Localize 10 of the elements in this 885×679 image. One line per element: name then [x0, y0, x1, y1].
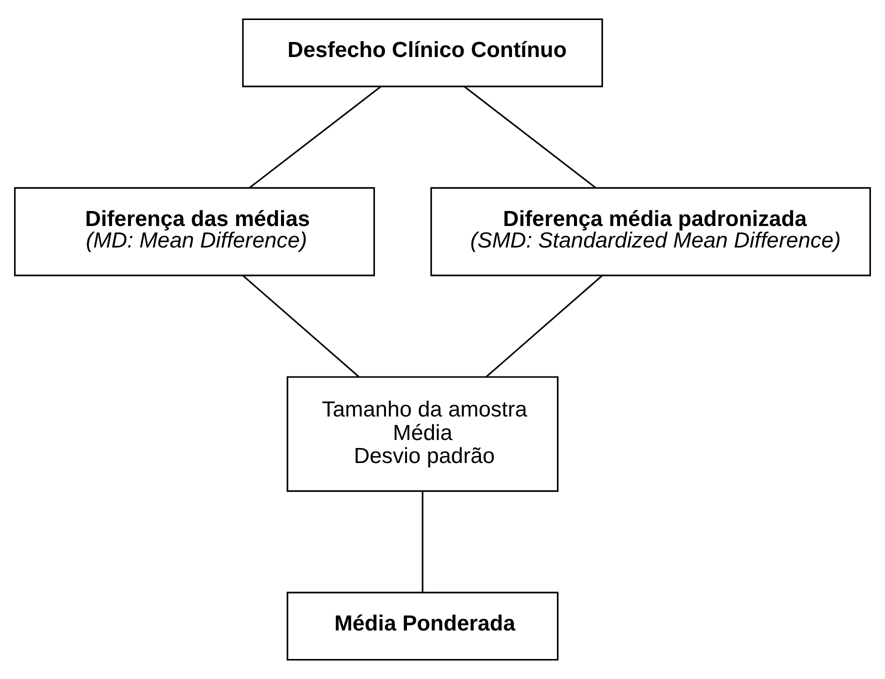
node-box: Diferença das médias (MD: Mean Difference) — [14, 187, 375, 276]
node-box: Tamanho da amostra Média Desvio padrão — [286, 376, 558, 492]
connector — [242, 274, 360, 378]
connector — [464, 86, 596, 188]
node-box: Diferença média padronizada (SMD: Standardized Mean Difference) — [430, 187, 871, 276]
connector — [422, 491, 424, 592]
node-box: Média Ponderada — [286, 592, 558, 661]
connector — [248, 86, 382, 188]
node-box: Desfecho Clínico Contínuo — [242, 18, 604, 88]
connector — [486, 274, 603, 378]
